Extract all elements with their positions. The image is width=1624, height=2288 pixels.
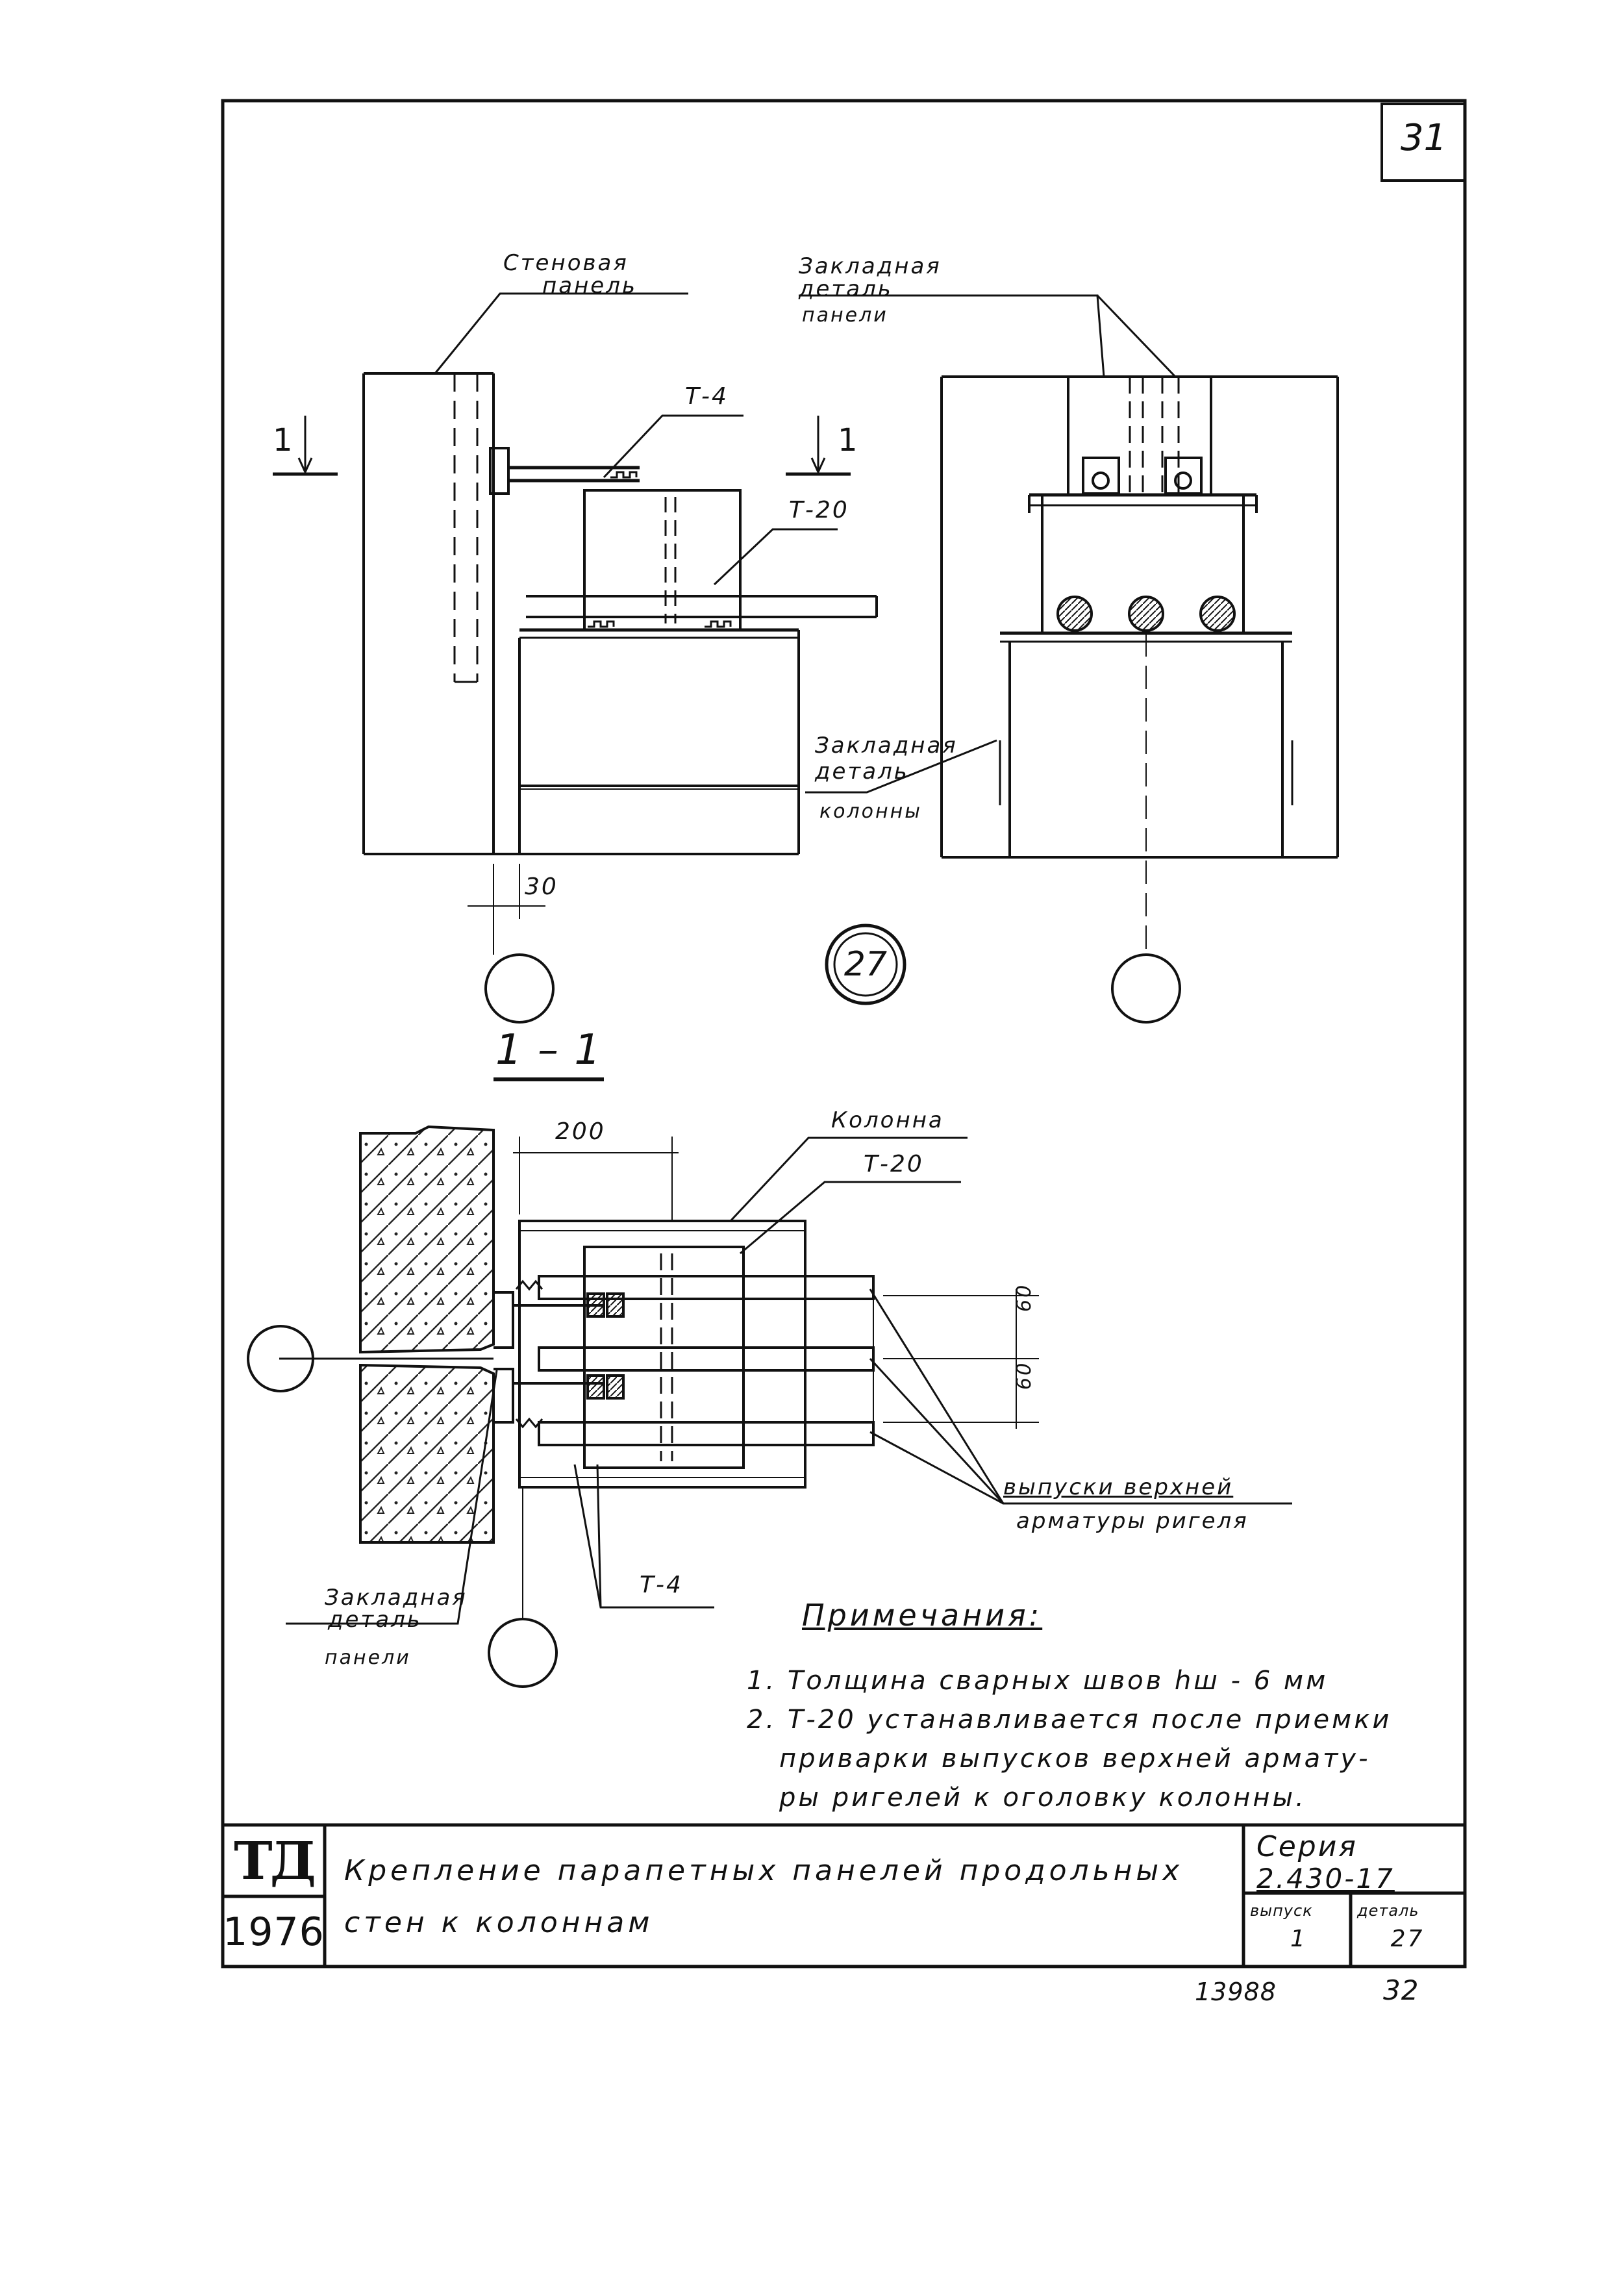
notes-title: Примечания:: [802, 1598, 1043, 1633]
note-line-1: 1. Толщина сварных швов hш - 6 мм: [747, 1666, 1329, 1696]
dimension-60-b: 60: [1013, 1361, 1036, 1390]
note-line-3: приварки выпусков верхней армату-: [779, 1744, 1371, 1774]
label-panel-embedded-3: панели: [802, 304, 888, 327]
sheet-number: 31: [1400, 117, 1447, 159]
section-view: [247, 1077, 1292, 1688]
label-t4-section: Т-4: [640, 1572, 683, 1598]
label-section-panel-embedded-3: панели: [325, 1646, 411, 1669]
issue-value: 1: [1290, 1926, 1307, 1952]
note-line-2: 2. Т-20 устанавливается после приемки: [747, 1705, 1392, 1735]
detail-marker-label: 27: [843, 945, 888, 984]
inventory-number: 13988: [1195, 1978, 1277, 2006]
elevation-view: [273, 292, 878, 1024]
label-t20-elevation: Т-20: [789, 497, 849, 523]
label-rebar-outlets-2: арматуры ригеля: [1016, 1508, 1249, 1534]
page-number: 32: [1383, 1974, 1419, 2006]
label-column-embedded-2: деталь: [815, 759, 909, 785]
label-wall-panel-2: панель: [542, 273, 637, 299]
label-rebar-outlets-1: выпуски верхней: [1003, 1474, 1234, 1500]
detail-label: деталь: [1357, 1902, 1419, 1920]
label-column-embedded-1: Закладная: [815, 733, 958, 759]
label-column-embedded-3: колонны: [819, 800, 922, 823]
detail-marker-circle: [825, 924, 906, 1005]
label-t20-section: Т-20: [864, 1151, 924, 1177]
series-label: Серия: [1256, 1830, 1358, 1863]
detail-value: 27: [1390, 1926, 1425, 1952]
title-line-2: стен к колоннам: [344, 1906, 654, 1939]
title-block-year: 1976: [223, 1909, 325, 1955]
label-panel-embedded-2: деталь: [799, 276, 893, 302]
dimension-60-a: 60: [1013, 1283, 1036, 1312]
series-value: 2.430-17: [1256, 1863, 1395, 1894]
dimension-30: 30: [525, 874, 558, 900]
label-column: Колонна: [831, 1107, 944, 1133]
issue-label: выпуск: [1250, 1902, 1313, 1920]
section-mark-left: 1: [273, 422, 293, 459]
label-t4-elevation: Т-4: [685, 383, 729, 410]
label-panel-embedded-1: Закладная: [799, 253, 942, 279]
title-block-frame: [223, 1823, 1465, 1967]
note-line-4: ры ригелей к оголовку колонны.: [779, 1783, 1306, 1813]
title-block-org: ТД: [234, 1830, 316, 1891]
section-title: 1 – 1: [495, 1026, 603, 1074]
side-view: [799, 294, 1339, 1024]
label-section-panel-embedded-2: деталь: [328, 1607, 422, 1633]
sheet-frame: [221, 99, 1467, 1968]
section-mark-right: 1: [838, 422, 858, 459]
dimension-200: 200: [555, 1118, 606, 1145]
title-line-1: Крепление парапетных панелей продольных: [344, 1854, 1184, 1887]
label-section-panel-embedded-1: Закладная: [325, 1585, 468, 1611]
label-wall-panel-1: Стеновая: [503, 250, 629, 276]
